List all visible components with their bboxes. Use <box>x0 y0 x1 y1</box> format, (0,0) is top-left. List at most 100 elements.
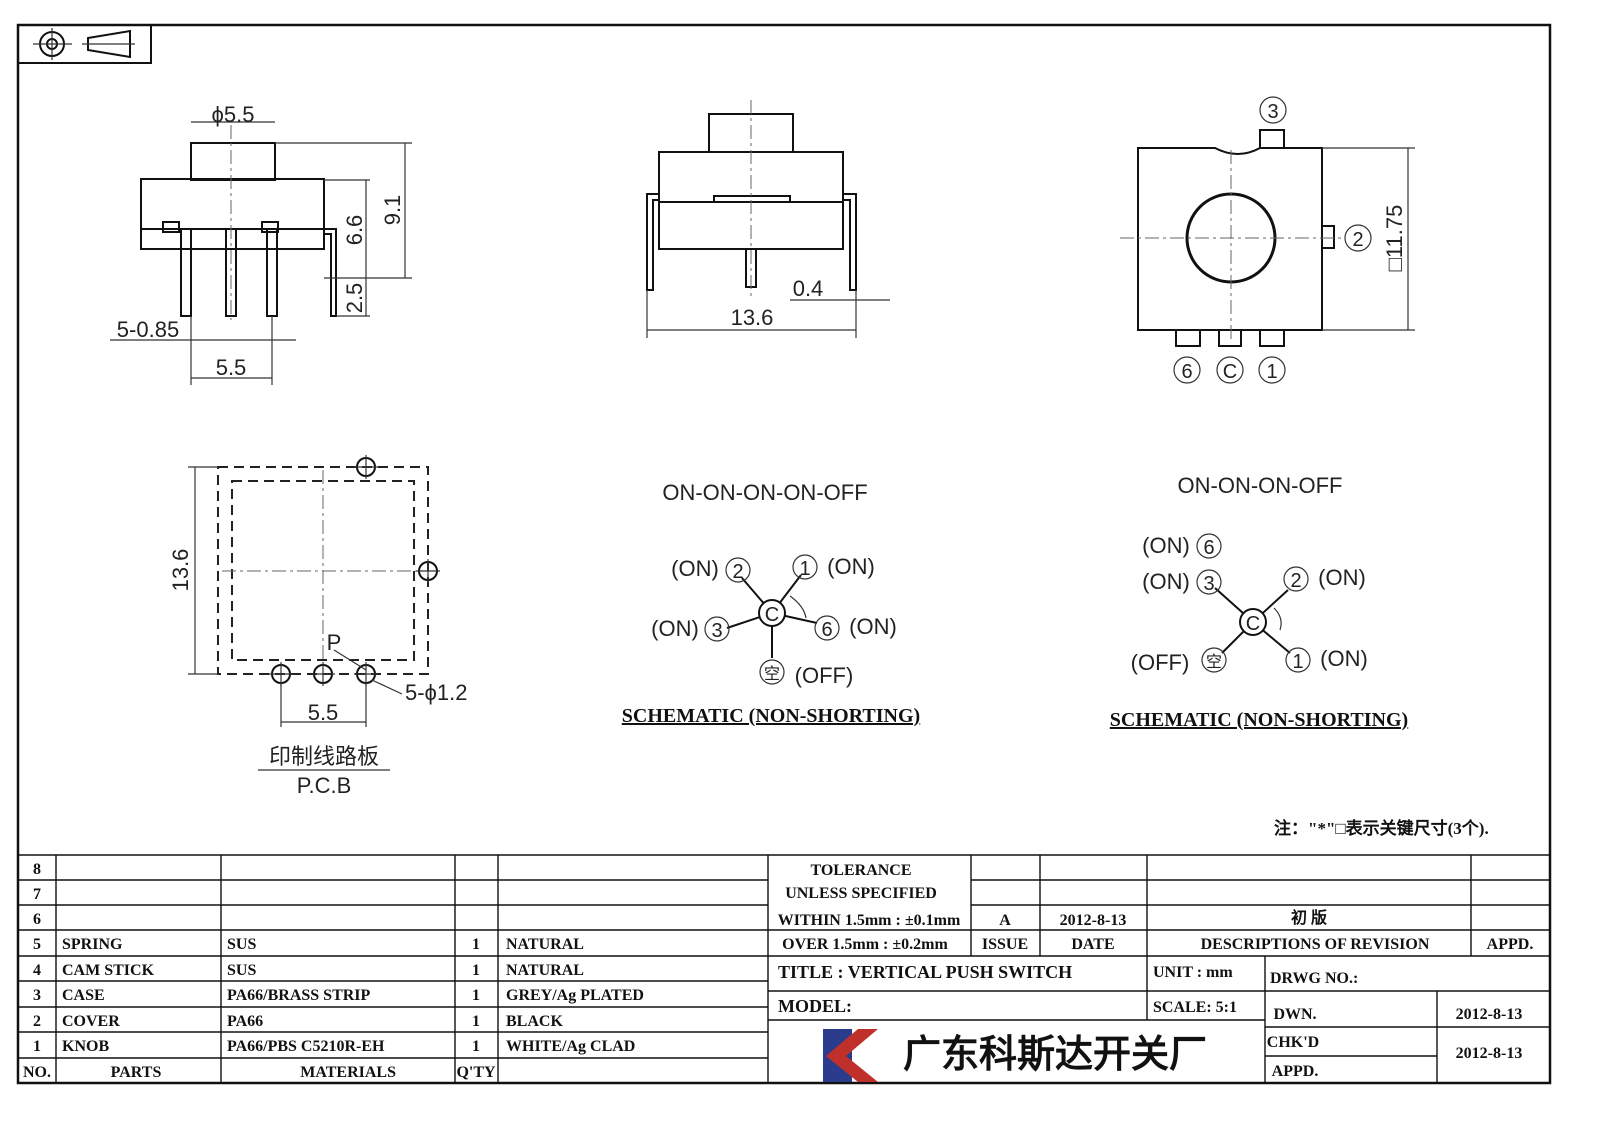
top-term-6: 6 <box>1181 361 1192 383</box>
tolerance-line-1: TOLERANCE <box>810 862 911 879</box>
company-logo-icon <box>823 1029 878 1082</box>
projection-symbol-icon <box>17 24 152 64</box>
front-height-pin: 2.5 <box>342 283 367 314</box>
bom-cell-material: PA66/BRASS STRIP <box>227 987 371 1004</box>
bom-cell-no: 8 <box>33 861 41 878</box>
issue-value: A <box>999 912 1011 929</box>
bom-cell-finish: BLACK <box>506 1013 563 1030</box>
bom-cell-part: KNOB <box>62 1038 109 1055</box>
schematic-2-t2-state: (ON) <box>1318 565 1366 590</box>
schematic-1-t2: 2 <box>732 561 743 583</box>
bom-cell-no: 6 <box>33 911 41 928</box>
drawing-title: TITLE : VERTICAL PUSH SWITCH <box>778 962 1072 982</box>
schematic-1-caption: SCHEMATIC (NON-SHORTING) <box>622 705 920 727</box>
revision-desc-value: 初 版 <box>1291 908 1327 927</box>
schematic-2-t1: 1 <box>1292 651 1303 673</box>
dwn-label: DWN. <box>1273 1006 1316 1023</box>
pcb-holes-label: 5-ϕ1.2 <box>405 680 467 705</box>
schematic-2-tk-state: (OFF) <box>1131 650 1190 675</box>
top-term-3: 3 <box>1267 101 1278 123</box>
bom-header-parts: PARTS <box>111 1064 162 1081</box>
date-value: 2012-8-13 <box>1060 912 1127 929</box>
pcb-layout: 13.6 5.5 P 5-ϕ1.2 印制线路板 P.C.B <box>168 455 467 798</box>
pcb-hole-icon <box>269 455 440 686</box>
front-pins-label: 5-0.85 <box>117 317 179 342</box>
bom-cell-no: 5 <box>33 936 41 953</box>
unit-label: UNIT : mm <box>1153 964 1233 981</box>
schematic-1-t1-state: (ON) <box>827 554 875 579</box>
bom-cell-qty: 1 <box>472 1013 480 1030</box>
schematic-2-tk: 空 <box>1206 653 1222 671</box>
top-term-2: 2 <box>1352 229 1363 251</box>
appd-2-label: APPD. <box>1272 1063 1319 1080</box>
bom-cell-qty: 1 <box>472 1038 480 1055</box>
side-view: 13.6 0.4 <box>646 100 890 338</box>
revision-desc-label: DESCRIPTIONS OF REVISION <box>1201 936 1430 953</box>
schematic-1-t6: 6 <box>821 619 832 641</box>
bom-cell-part: COVER <box>62 1013 120 1030</box>
bom-cell-finish: GREY/Ag PLATED <box>506 987 644 1004</box>
bom-cell-material: SUS <box>227 936 256 953</box>
schematic-2: ON-ON-ON-OFF C 6 (ON) 3 (ON) 2 (ON) 空 (O… <box>1110 473 1408 731</box>
tolerance-line-4: OVER 1.5mm : ±0.2mm <box>782 936 948 953</box>
bom-cell-no: 7 <box>33 886 41 903</box>
sheet-border <box>16 23 1552 1085</box>
side-width-label: 13.6 <box>731 305 774 330</box>
schematic-1-t2-state: (ON) <box>671 556 719 581</box>
schematic-2-t3-state: (ON) <box>1142 569 1190 594</box>
schematic-1-center: C <box>765 604 779 626</box>
chk-date: 2012-8-13 <box>1456 1045 1523 1062</box>
key-dimension-note: 注："*"□表示关键尺寸(3个). <box>1274 818 1489 838</box>
schematic-1-t3: 3 <box>711 620 722 642</box>
bom-cell-material: PA66 <box>227 1013 263 1030</box>
schematic-1-tk-state: (OFF) <box>795 663 854 688</box>
bom-header-materials: MATERIALS <box>300 1064 396 1081</box>
top-size-label: □11.75 <box>1382 205 1407 272</box>
front-height-total: 9.1 <box>380 195 405 226</box>
bom-cell-qty: 1 <box>472 936 480 953</box>
bom-cell-part: SPRING <box>62 936 123 953</box>
bom-cell-finish: NATURAL <box>506 962 584 979</box>
model-label: MODEL: <box>778 996 852 1016</box>
schematic-1-t3-state: (ON) <box>651 616 699 641</box>
schematic-1: ON-ON-ON-ON-OFF C 2 (ON) 1 (ON) 3 (ON) 6… <box>622 480 920 727</box>
bom-header-no: NO. <box>23 1064 51 1081</box>
bom-cell-material: PA66/PBS C5210R-EH <box>227 1038 385 1055</box>
schematic-1-title: ON-ON-ON-ON-OFF <box>662 480 867 505</box>
top-term-c: C <box>1223 361 1237 383</box>
bom-cell-part: CASE <box>62 987 105 1004</box>
bom-header-qty: Q'TY <box>456 1064 496 1081</box>
tolerance-line-2: UNLESS SPECIFIED <box>785 885 937 902</box>
pcb-cn-label: 印制线路板 <box>269 744 379 769</box>
side-thick-label: 0.4 <box>793 276 824 301</box>
schematic-2-title: ON-ON-ON-OFF <box>1178 473 1343 498</box>
bom-cell-qty: 1 <box>472 987 480 1004</box>
top-view: □11.75 3 2 6 C 1 <box>1120 96 1415 384</box>
bom-cell-material: SUS <box>227 962 256 979</box>
front-dia-label: ϕ5.5 <box>212 102 255 127</box>
bom-cell-qty: 1 <box>472 962 480 979</box>
scale-label: SCALE: 5:1 <box>1153 999 1237 1016</box>
date-label: DATE <box>1071 936 1114 953</box>
company-name: 广东科斯达开关厂 <box>903 1032 1207 1076</box>
pcb-en-label: P.C.B <box>297 773 352 798</box>
schematic-2-t6-state: (ON) <box>1142 533 1190 558</box>
schematic-2-center: C <box>1246 613 1260 635</box>
schematic-2-caption: SCHEMATIC (NON-SHORTING) <box>1110 709 1408 731</box>
bom-cell-no: 3 <box>33 987 41 1004</box>
schematic-2-t3: 3 <box>1203 573 1214 595</box>
pcb-p-label: P <box>327 630 342 655</box>
bom-cell-finish: NATURAL <box>506 936 584 953</box>
dwn-date: 2012-8-13 <box>1456 1006 1523 1023</box>
appd-label: APPD. <box>1487 936 1534 953</box>
pcb-size-label: 13.6 <box>168 549 193 592</box>
front-view: ϕ5.5 9.1 6.6 2.5 5-0.85 5.5 <box>110 102 412 385</box>
pcb-pitch-label: 5.5 <box>308 700 339 725</box>
tolerance-line-3: WITHIN 1.5mm : ±0.1mm <box>778 912 961 929</box>
bom-cell-part: CAM STICK <box>62 962 155 979</box>
schematic-1-t6-state: (ON) <box>849 614 897 639</box>
bom-cell-finish: WHITE/Ag CLAD <box>506 1038 635 1055</box>
front-height-body: 6.6 <box>342 215 367 246</box>
